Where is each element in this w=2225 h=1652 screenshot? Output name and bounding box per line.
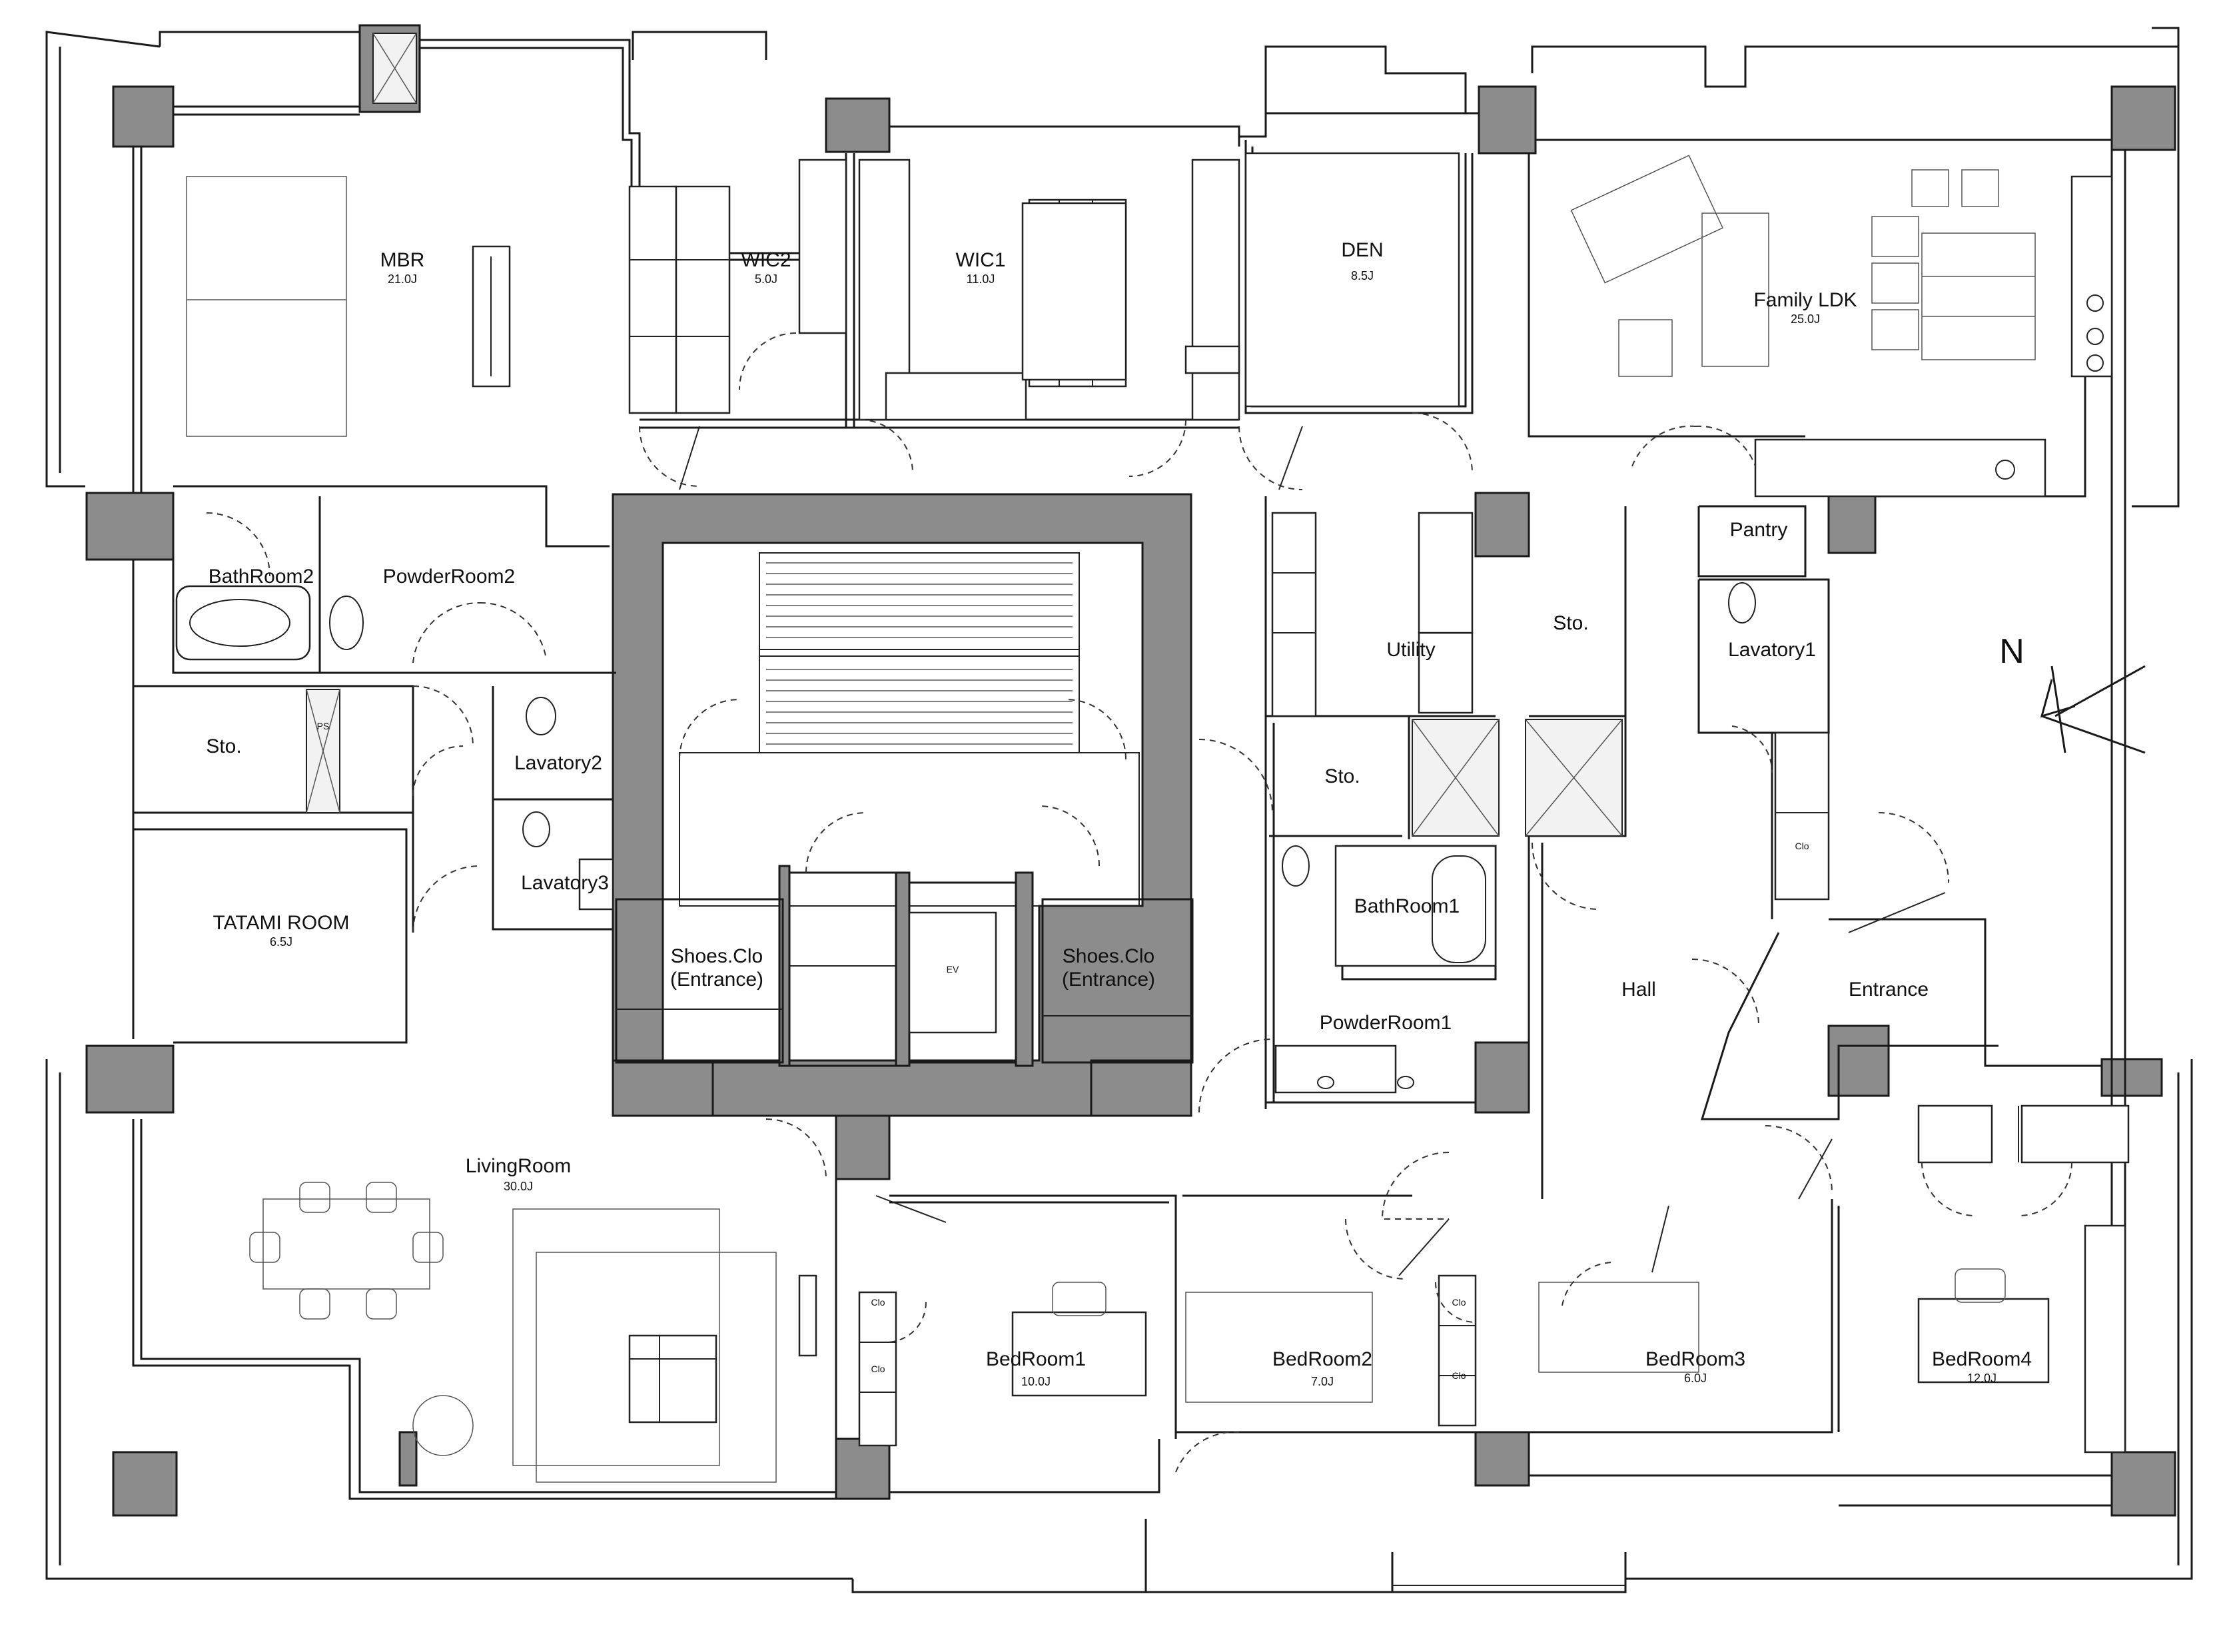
room-label-powderroom1: PowderRoom1 bbox=[1320, 1012, 1452, 1034]
clo-label-entrance: Clo bbox=[1795, 841, 1809, 851]
room-area-bedroom1: 10.0J bbox=[1021, 1375, 1051, 1388]
room-sub-shoes-left: (Entrance) bbox=[670, 969, 763, 991]
room-sub-shoes-right: (Entrance) bbox=[1062, 969, 1155, 991]
door-swings bbox=[206, 332, 2072, 1473]
room-label-bedroom1: BedRoom1 bbox=[986, 1348, 1086, 1370]
dining-chair bbox=[412, 1232, 444, 1263]
room-label-shoes-left: Shoes.Clo bbox=[671, 945, 763, 967]
room-label-bedroom2: BedRoom2 bbox=[1272, 1348, 1372, 1370]
bath-fixtures bbox=[175, 512, 1756, 1094]
room-label-hall: Hall bbox=[1621, 979, 1656, 1001]
room-area-wic2: 5.0J bbox=[755, 272, 777, 286]
dining-chair bbox=[366, 1182, 397, 1213]
room-label-bedroom4: BedRoom4 bbox=[1932, 1348, 2032, 1370]
north-arrow bbox=[2040, 665, 2146, 754]
room-label-tatami: TATAMI ROOM bbox=[213, 912, 350, 934]
room-label-wic1: WIC1 bbox=[956, 249, 1006, 271]
elevator-block bbox=[778, 865, 1034, 1067]
furniture bbox=[186, 152, 2126, 1483]
clo-label-bedroom2-top: Clo bbox=[1452, 1297, 1466, 1308]
room-label-family-ldk: Family LDK bbox=[1753, 289, 1857, 311]
room-area-living: 30.0J bbox=[504, 1180, 533, 1193]
dining-chair bbox=[299, 1288, 330, 1320]
room-label-lavatory3: Lavatory3 bbox=[521, 872, 609, 894]
room-label-den: DEN bbox=[1341, 239, 1383, 261]
room-label-ev: EV bbox=[947, 964, 959, 975]
clo-label-bedroom2-bottom: Clo bbox=[1452, 1370, 1466, 1381]
room-labels: MBR 21.0J WIC2 5.0J WIC1 11.0J DEN 8.5J … bbox=[206, 239, 2032, 1388]
room-label-bedroom3: BedRoom3 bbox=[1645, 1348, 1745, 1370]
room-area-bedroom4: 12.0J bbox=[1967, 1372, 1997, 1385]
balcony-outline bbox=[45, 27, 2193, 1593]
door-leaves bbox=[679, 426, 1946, 1276]
room-area-tatami: 6.5J bbox=[270, 935, 292, 949]
clo-label-bedroom1-bottom: Clo bbox=[871, 1364, 885, 1374]
room-label-wic2: WIC2 bbox=[741, 249, 791, 271]
north-label: N bbox=[1999, 632, 2024, 671]
room-label-entrance: Entrance bbox=[1849, 979, 1929, 1001]
room-area-bedroom2: 7.0J bbox=[1311, 1375, 1334, 1388]
shoes-closets bbox=[615, 898, 1194, 1064]
room-label-shoes-right: Shoes.Clo bbox=[1063, 945, 1154, 967]
room-area-family-ldk: 25.0J bbox=[1791, 312, 1820, 326]
clo-label-bedroom1-top: Clo bbox=[871, 1297, 885, 1308]
stairs bbox=[679, 552, 1140, 907]
room-label-bathroom1: BathRoom1 bbox=[1354, 895, 1460, 917]
room-label-pantry: Pantry bbox=[1730, 519, 1788, 541]
dining-chair bbox=[249, 1232, 280, 1263]
room-label-utility: Utility bbox=[1386, 639, 1435, 661]
dining-chair bbox=[299, 1182, 330, 1213]
room-area-bedroom3: 6.0J bbox=[1684, 1372, 1707, 1385]
ps-label: PS bbox=[317, 721, 330, 731]
shafts bbox=[306, 33, 1873, 837]
room-area-mbr: 21.0J bbox=[388, 272, 417, 286]
room-area-wic1: 11.0J bbox=[967, 272, 995, 286]
room-label-bathroom2: BathRoom2 bbox=[209, 566, 314, 588]
room-label-living: LivingRoom bbox=[466, 1155, 571, 1177]
stair-core-walls bbox=[612, 493, 1192, 1117]
room-label-powderroom2: PowderRoom2 bbox=[383, 566, 515, 588]
room-label-sto-mid: Sto. bbox=[1324, 765, 1360, 787]
room-label-sto-left: Sto. bbox=[206, 735, 241, 757]
room-label-lavatory1: Lavatory1 bbox=[1728, 639, 1816, 661]
room-area-den: 8.5J bbox=[1351, 269, 1374, 282]
room-label-lavatory2: Lavatory2 bbox=[514, 752, 602, 774]
dining-chair bbox=[366, 1288, 397, 1320]
room-label-sto-right: Sto. bbox=[1553, 612, 1588, 634]
room-label-mbr: MBR bbox=[380, 249, 425, 271]
